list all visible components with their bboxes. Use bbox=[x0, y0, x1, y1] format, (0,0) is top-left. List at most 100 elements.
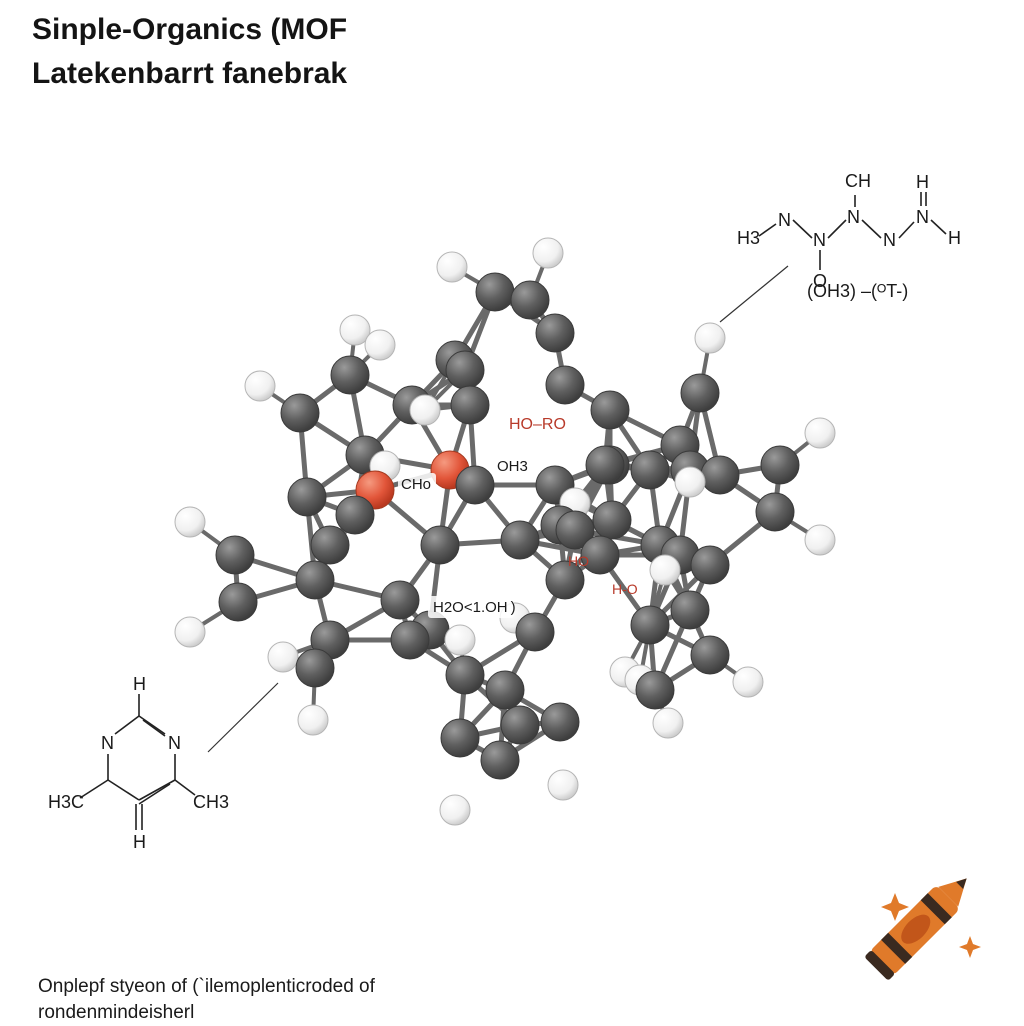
label-cho: CHo bbox=[401, 476, 431, 493]
left-structural-formula: H N N H3C CH3 H bbox=[48, 674, 229, 852]
caption-line-2: rondenmindeisherl bbox=[38, 1002, 195, 1023]
carbon-atom bbox=[700, 455, 740, 495]
page-title: Sinple-Organics (MOF Latekenbarrt fanebr… bbox=[32, 8, 347, 96]
carbon-atom bbox=[295, 648, 335, 688]
rs-bottom: (OH3) –(ᴼT-) bbox=[807, 281, 908, 301]
rs-h3: H3 bbox=[737, 228, 760, 248]
label-oho-left: HO bbox=[568, 553, 589, 569]
carbon-atom bbox=[555, 510, 595, 550]
carbon-atom bbox=[755, 492, 795, 532]
carbon-atom bbox=[390, 620, 430, 660]
title-line-2: Latekenbarrt fanebrak bbox=[32, 57, 348, 90]
hydrogen-atom bbox=[694, 322, 726, 354]
carbon-atom bbox=[535, 313, 575, 353]
hydrogen-atom bbox=[732, 666, 764, 698]
carbon-atom bbox=[420, 525, 460, 565]
rs-o: O bbox=[813, 271, 827, 291]
carbon-atom bbox=[760, 445, 800, 485]
figure-caption: Onplepf styeon of (`ilemoplenticroded of… bbox=[38, 974, 375, 1026]
rs-n1: N bbox=[778, 210, 791, 230]
hydrogen-atom bbox=[804, 417, 836, 449]
hydrogen-atom bbox=[174, 616, 206, 648]
title-line-1: Sinple-Organics (MOF bbox=[32, 13, 348, 46]
hydrogen-atom bbox=[439, 794, 471, 826]
hydrogen-atom bbox=[436, 251, 468, 283]
atom-layer bbox=[174, 237, 836, 826]
carbon-atom bbox=[515, 612, 555, 652]
carbon-atom bbox=[680, 373, 720, 413]
hydrogen-atom bbox=[364, 329, 396, 361]
rs-h-top: H bbox=[916, 172, 929, 192]
carbon-atom bbox=[630, 450, 670, 490]
hydrogen-atom bbox=[174, 506, 206, 538]
rs-n2: N bbox=[813, 230, 826, 250]
hydrogen-atom bbox=[532, 237, 564, 269]
carbon-atom bbox=[630, 605, 670, 645]
pointer-line-left bbox=[207, 682, 279, 753]
hydrogen-atom bbox=[409, 394, 441, 426]
hydrogen-atom bbox=[339, 314, 371, 346]
carbon-atom bbox=[545, 365, 585, 405]
crayon-icon bbox=[865, 878, 967, 980]
carbon-atom bbox=[670, 590, 710, 630]
hydrogen-atom bbox=[297, 704, 329, 736]
label-oh3: OH3 bbox=[497, 458, 528, 475]
rs-n5: N bbox=[916, 207, 929, 227]
rs-n3: N bbox=[847, 207, 860, 227]
carbon-atom bbox=[580, 535, 620, 575]
hydrogen-atom bbox=[267, 641, 299, 673]
carbon-atom bbox=[480, 740, 520, 780]
sparkle-icon bbox=[881, 893, 909, 921]
carbon-atom bbox=[500, 705, 540, 745]
carbon-atom bbox=[485, 670, 525, 710]
hydrogen-atom bbox=[444, 624, 476, 656]
hydrogen-atom bbox=[244, 370, 276, 402]
carbon-atom bbox=[440, 718, 480, 758]
ls-ch3: CH3 bbox=[193, 792, 229, 812]
rs-n4: N bbox=[883, 230, 896, 250]
hydrogen-atom bbox=[674, 466, 706, 498]
carbon-atom bbox=[635, 670, 675, 710]
hydrogen-atom bbox=[547, 769, 579, 801]
rs-ch: CH bbox=[845, 171, 871, 191]
pointer-line-right bbox=[719, 265, 789, 323]
ls-n-left: N bbox=[101, 733, 114, 753]
right-structural-formula: CH H H3 N N N N N H O (OH3) –(ᴼT-) bbox=[737, 171, 961, 301]
carbon-atom bbox=[585, 445, 625, 485]
carbon-atom bbox=[280, 393, 320, 433]
hydrogen-atom bbox=[652, 707, 684, 739]
carbon-atom bbox=[215, 535, 255, 575]
sparkle-icon-small bbox=[959, 936, 981, 958]
carbon-atom bbox=[545, 560, 585, 600]
label-oho-right: H-O bbox=[612, 581, 638, 597]
rs-h-right: H bbox=[948, 228, 961, 248]
caption-line-1: Onplepf styeon of (`ilemoplenticroded of bbox=[38, 976, 375, 997]
molecule-labels: HO–RO CHo OH3 H2O<1.OH ) HO H-O bbox=[398, 411, 638, 618]
carbon-atom bbox=[380, 580, 420, 620]
carbon-atom bbox=[510, 280, 550, 320]
ls-h-bottom: H bbox=[133, 832, 146, 852]
carbon-atom bbox=[330, 355, 370, 395]
carbon-atom bbox=[455, 465, 495, 505]
carbon-atom bbox=[310, 525, 350, 565]
carbon-atom bbox=[287, 477, 327, 517]
carbon-atom bbox=[475, 272, 515, 312]
carbon-atom bbox=[540, 702, 580, 742]
hydrogen-atom bbox=[649, 554, 681, 586]
hydrogen-atom bbox=[804, 524, 836, 556]
carbon-atom bbox=[500, 520, 540, 560]
carbon-atom bbox=[450, 385, 490, 425]
carbon-atom bbox=[445, 350, 485, 390]
label-ho-ro: HO–RO bbox=[509, 416, 566, 433]
carbon-atom bbox=[690, 635, 730, 675]
carbon-atom bbox=[590, 390, 630, 430]
label-h2o: H2O<1.OH ) bbox=[433, 599, 516, 616]
carbon-atom bbox=[445, 655, 485, 695]
ls-h3c: H3C bbox=[48, 792, 84, 812]
ls-n-right: N bbox=[168, 733, 181, 753]
carbon-atom bbox=[218, 582, 258, 622]
carbon-atom bbox=[295, 560, 335, 600]
carbon-atom bbox=[335, 495, 375, 535]
carbon-atom bbox=[592, 500, 632, 540]
